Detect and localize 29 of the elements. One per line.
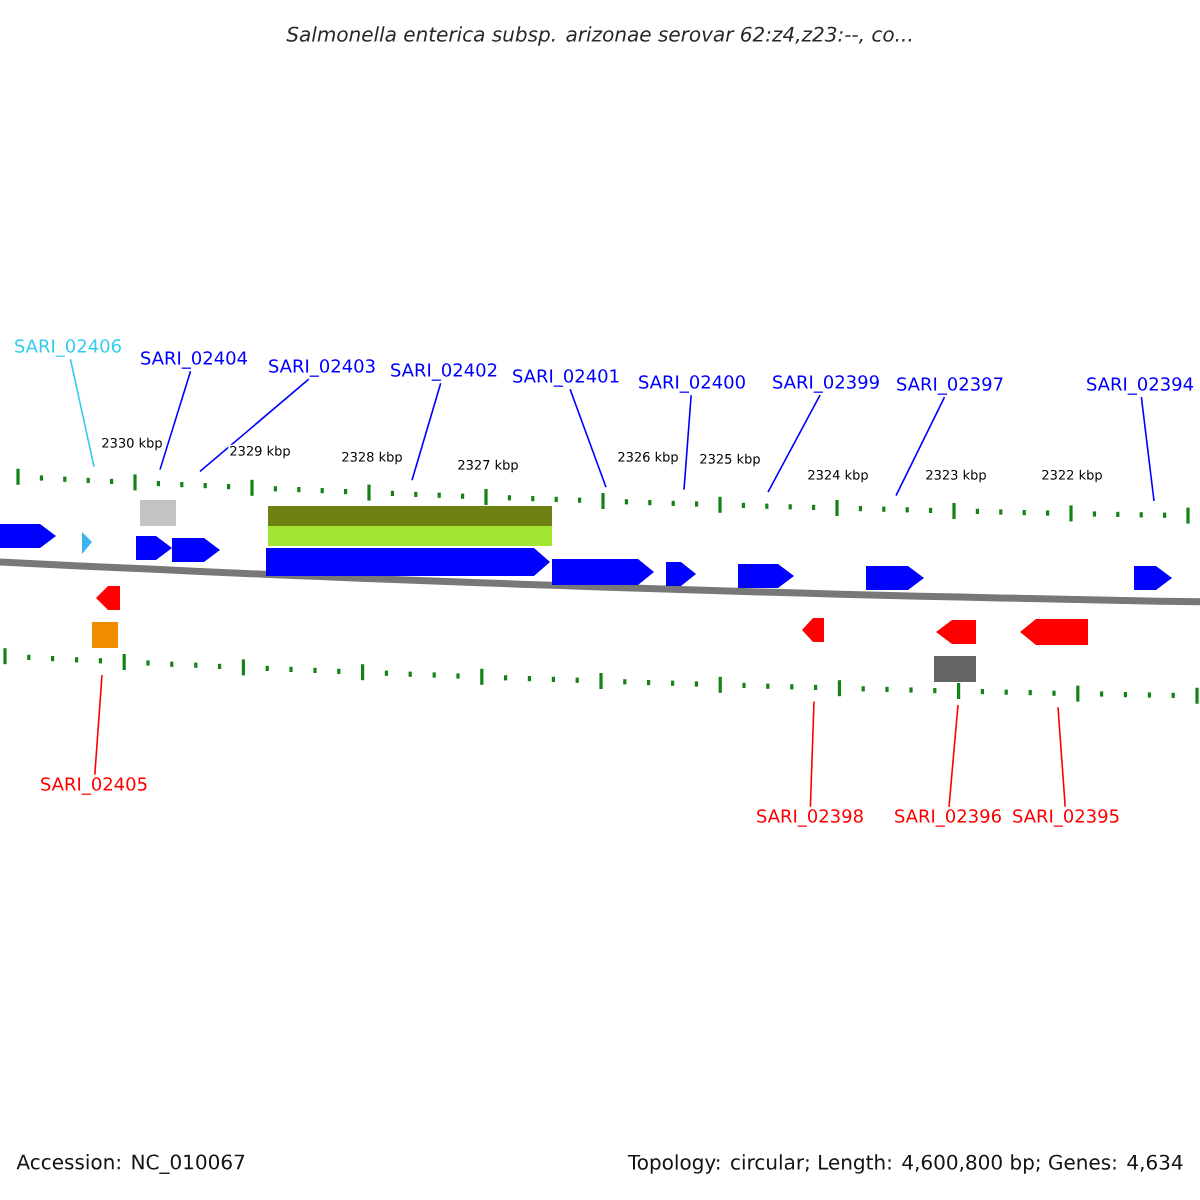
gene-label: SARI_02401	[513, 369, 619, 387]
leader-line	[199, 378, 310, 473]
leader-line	[69, 358, 95, 468]
leader-line	[411, 382, 442, 481]
gene-label: SARI_02405	[41, 777, 147, 795]
gene-label: SARI_02400	[639, 375, 745, 393]
gene-label: SARI_02402	[391, 363, 497, 381]
leader-line	[948, 704, 959, 808]
gene-label: SARI_02396	[895, 809, 1001, 827]
leader-line	[683, 394, 692, 491]
gene-label: SARI_02394	[1087, 377, 1194, 395]
gene-label: SARI_02399	[773, 375, 879, 393]
leader-line	[895, 396, 946, 497]
title: Salmonella enterica subsp. arizonae serovar 62:z4,z23:--, co...	[286, 26, 912, 46]
leader-line	[159, 370, 192, 471]
leader-line	[94, 674, 103, 776]
footer-text: Accession: NC_010067	[16, 1154, 245, 1174]
gene-label: SARI_02397	[897, 377, 1003, 395]
leader-line	[569, 388, 607, 488]
gene-label: SARI_02395	[1013, 809, 1119, 827]
leader-line	[767, 394, 821, 493]
leader-line	[809, 700, 815, 808]
leader-line	[1057, 706, 1066, 808]
footer-text: Topology: circular; Length: 4,600,800 bp; Genes: 4,634	[627, 1154, 1183, 1174]
gene-label: SARI_02403	[269, 359, 375, 377]
gene-label: SARI_02404	[141, 351, 248, 369]
gene-label: SARI_02406	[15, 339, 121, 357]
gene-label: SARI_02398	[757, 809, 863, 827]
leader-line	[1140, 396, 1155, 502]
